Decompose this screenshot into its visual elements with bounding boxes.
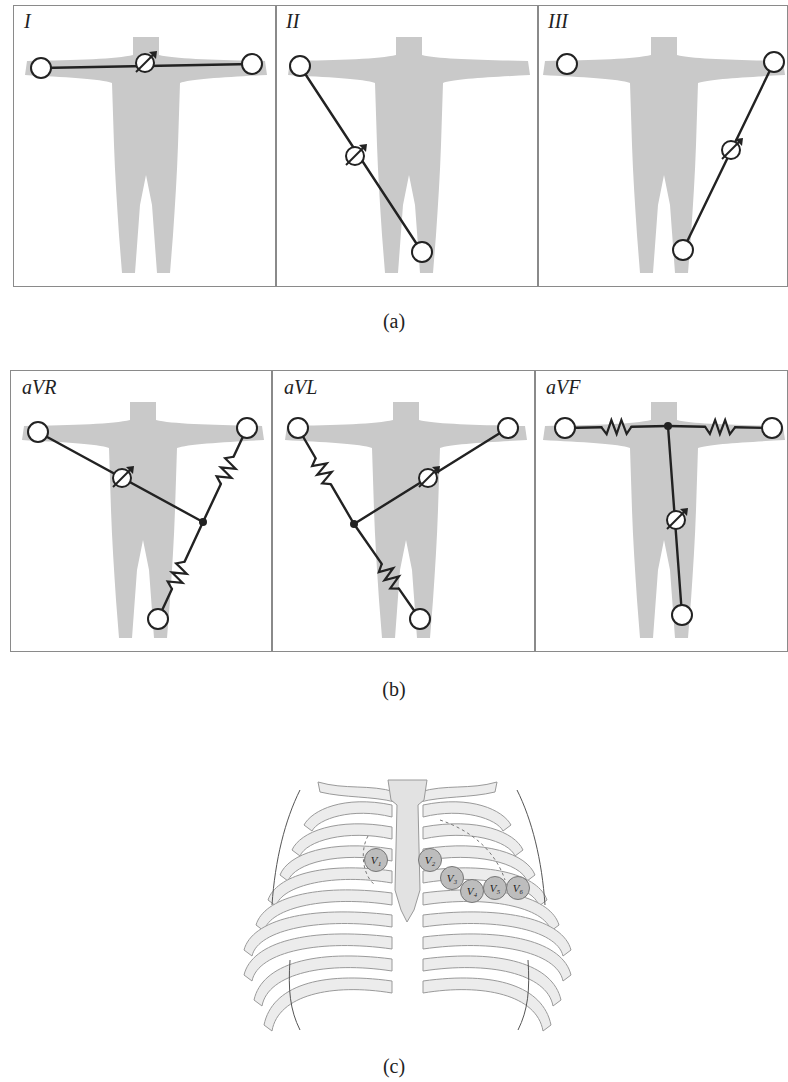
voltmeter xyxy=(346,147,364,165)
electrode xyxy=(412,242,432,262)
resistor-symbol xyxy=(602,420,632,434)
resistor-symbol xyxy=(217,457,236,484)
clavicle xyxy=(420,782,497,802)
body-silhouette xyxy=(22,402,264,638)
electrode xyxy=(242,54,262,74)
voltmeter-arrow xyxy=(432,466,440,474)
torso-outline xyxy=(272,790,545,1030)
caption-label: (b) xyxy=(382,678,405,700)
junction-dot xyxy=(199,518,207,526)
panel-frame xyxy=(14,6,276,287)
chest-electrode: V₅ xyxy=(483,876,507,900)
panel-label: I xyxy=(24,10,31,32)
electrode xyxy=(672,605,692,625)
electrode xyxy=(557,54,577,74)
electrode xyxy=(237,418,257,438)
voltmeter-needle xyxy=(113,469,131,487)
electrode-label: V₄ xyxy=(467,886,478,897)
junction-dot xyxy=(350,520,358,528)
electrode xyxy=(498,418,518,438)
body-silhouette xyxy=(285,402,527,638)
voltmeter-needle xyxy=(419,469,437,487)
electrode-label: V₂ xyxy=(425,855,436,866)
panel-label: aVR xyxy=(22,376,56,398)
panel-frame xyxy=(536,371,788,652)
electrode xyxy=(148,609,168,629)
voltmeter-arrow xyxy=(735,138,743,146)
voltmeter-arrow xyxy=(126,466,134,474)
electrode xyxy=(673,240,693,260)
electrode xyxy=(764,52,784,72)
clavicle xyxy=(318,782,395,802)
voltmeter xyxy=(667,511,685,529)
panel-label: III xyxy=(548,10,568,32)
lead-wire xyxy=(38,432,203,522)
voltmeter-needle xyxy=(136,54,154,72)
electrode xyxy=(410,609,430,629)
rib xyxy=(264,978,392,1031)
electrode xyxy=(555,418,575,438)
chest-electrode: V₄ xyxy=(460,879,484,903)
heart-outline xyxy=(363,820,505,885)
voltmeter-needle xyxy=(346,147,364,165)
lead-wire xyxy=(354,428,508,524)
resistor-symbol xyxy=(312,458,332,484)
electrode-label: V₃ xyxy=(447,873,458,884)
voltmeter xyxy=(113,469,131,487)
resistor-symbol xyxy=(705,420,735,434)
voltmeter-needle xyxy=(722,141,740,159)
voltmeter-needle xyxy=(667,511,685,529)
voltmeter-arrow xyxy=(149,51,157,59)
chest-electrode: V₁ xyxy=(364,848,388,872)
panel-label: aVL xyxy=(284,376,317,398)
lead-wire xyxy=(354,524,382,564)
panel-frame xyxy=(277,6,538,287)
electrode xyxy=(290,56,310,76)
panel-frame xyxy=(273,371,535,652)
lead-wire xyxy=(185,522,203,562)
voltmeter-arrow xyxy=(359,144,367,152)
electrode-label: V₆ xyxy=(513,883,524,894)
electrode-label: V₅ xyxy=(490,883,501,894)
electrode xyxy=(288,418,308,438)
voltmeter xyxy=(136,54,154,72)
electrode xyxy=(28,422,48,442)
electrode xyxy=(31,58,51,78)
lead-wire xyxy=(631,425,668,428)
rib xyxy=(423,978,551,1031)
voltmeter-arrow xyxy=(680,508,688,516)
resistor-symbol xyxy=(168,562,187,589)
lead-wire xyxy=(203,484,221,522)
lead-wire xyxy=(300,66,422,252)
body-silhouette xyxy=(543,37,785,273)
voltmeter xyxy=(722,141,740,159)
voltmeter xyxy=(419,469,437,487)
caption-label: (a) xyxy=(383,310,405,332)
electrode xyxy=(762,418,782,438)
junction-dot xyxy=(664,422,672,430)
electrode-label: V₁ xyxy=(371,855,382,866)
body-silhouette xyxy=(25,37,267,273)
lead-wire xyxy=(668,425,705,428)
panel-frame xyxy=(11,371,272,652)
chest-electrode: V₂ xyxy=(418,848,442,872)
lead-wire xyxy=(683,62,774,250)
resistor-symbol xyxy=(379,564,399,589)
chest-electrode: V₆ xyxy=(506,876,530,900)
panel-label: aVF xyxy=(546,376,580,398)
panel-label: II xyxy=(286,10,299,32)
body-silhouette xyxy=(543,402,785,638)
lead-wire xyxy=(331,484,354,524)
caption-label: (c) xyxy=(383,1055,405,1077)
panel-frame xyxy=(539,6,788,287)
body-silhouette xyxy=(288,37,530,273)
